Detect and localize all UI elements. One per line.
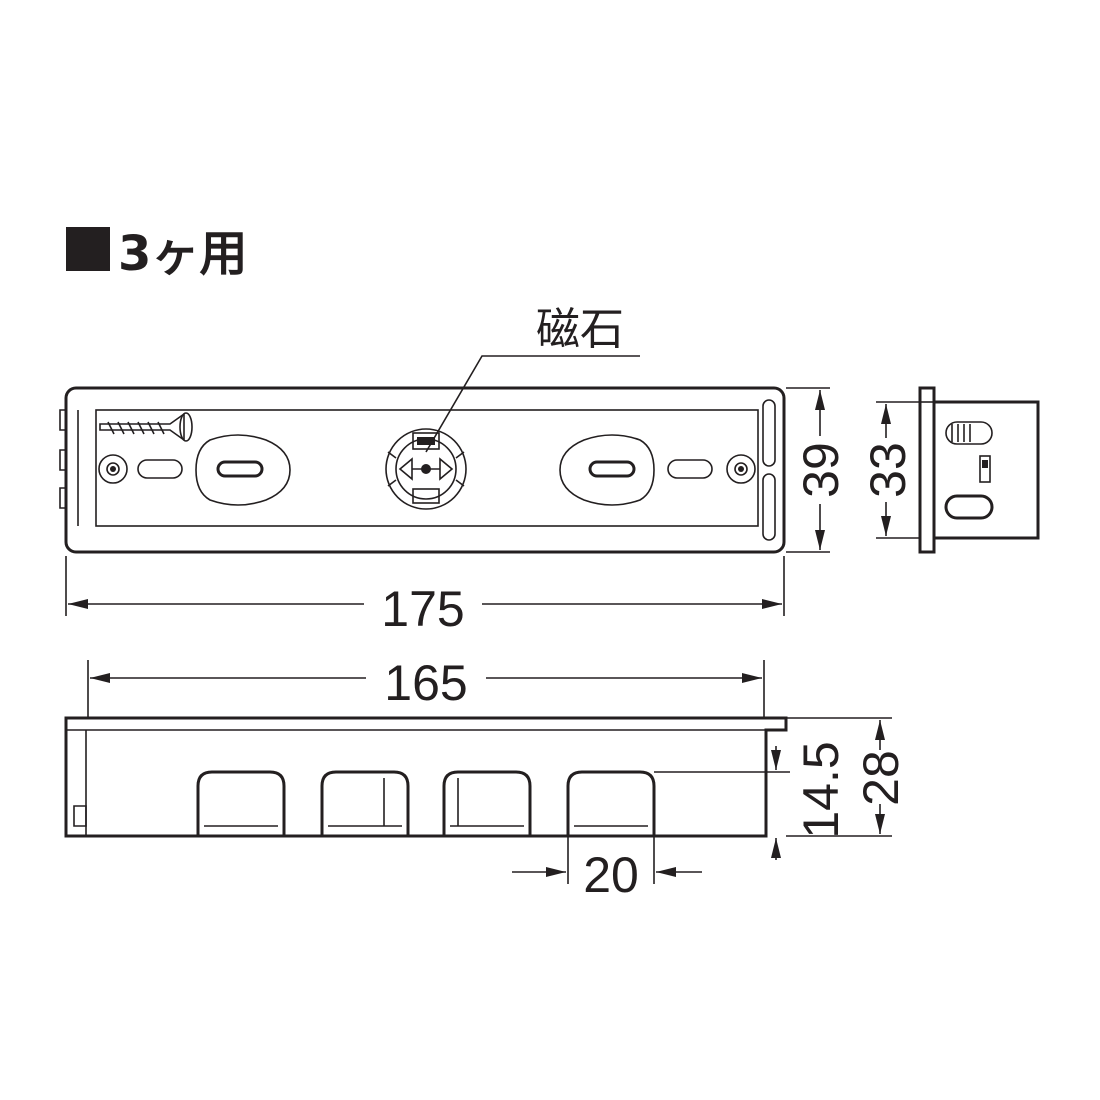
knockout-2 (320, 770, 410, 836)
magnet-icon (385, 428, 467, 510)
bottom-view (64, 716, 788, 838)
dim-height-text: 39 (793, 442, 849, 498)
dim-knockout-width-text: 20 (583, 847, 639, 903)
screw-hole-right-icon (726, 454, 756, 484)
end-slot-lower (762, 473, 776, 541)
dim-bottom-depth-text: 28 (853, 750, 909, 806)
dim-bottom-depth: 28 (786, 717, 909, 837)
dim-knockout-height: 14.5 (654, 741, 849, 860)
heading-square-icon (66, 227, 110, 271)
end-slot-upper (762, 399, 776, 467)
dim-side-height-text: 33 (860, 442, 916, 498)
left-tabs (59, 409, 66, 509)
dim-knockout-width: 20 (512, 836, 702, 903)
dim-overall-length: 175 (65, 556, 785, 637)
dim-height: 39 (786, 387, 849, 553)
mount-boss-right-icon (559, 434, 655, 506)
screw-hole-left-icon (98, 454, 128, 484)
dim-inner-length-text: 165 (384, 655, 467, 711)
dim-side-height: 33 (860, 401, 920, 539)
magnet-leader-line (425, 355, 640, 453)
heading: 3ヶ用 (66, 214, 247, 284)
dim-knockout-height-text: 14.5 (793, 741, 849, 838)
top-view-inner-frame (95, 409, 759, 527)
dim-overall-length-text: 175 (381, 581, 464, 637)
dim-inner-length: 165 (87, 655, 765, 718)
mount-boss-left-icon (195, 434, 291, 506)
knockout-4 (566, 770, 656, 836)
slot-right-small-icon (667, 459, 713, 479)
knockout-3 (442, 770, 532, 836)
top-view (59, 386, 786, 554)
slot-left-small-icon (137, 459, 183, 479)
knockout-1 (196, 770, 286, 836)
screw-icon (99, 412, 193, 442)
heading-title: 3ヶ用 (118, 226, 248, 282)
magnet-label: 磁石 (536, 304, 624, 355)
side-view (918, 386, 1040, 554)
